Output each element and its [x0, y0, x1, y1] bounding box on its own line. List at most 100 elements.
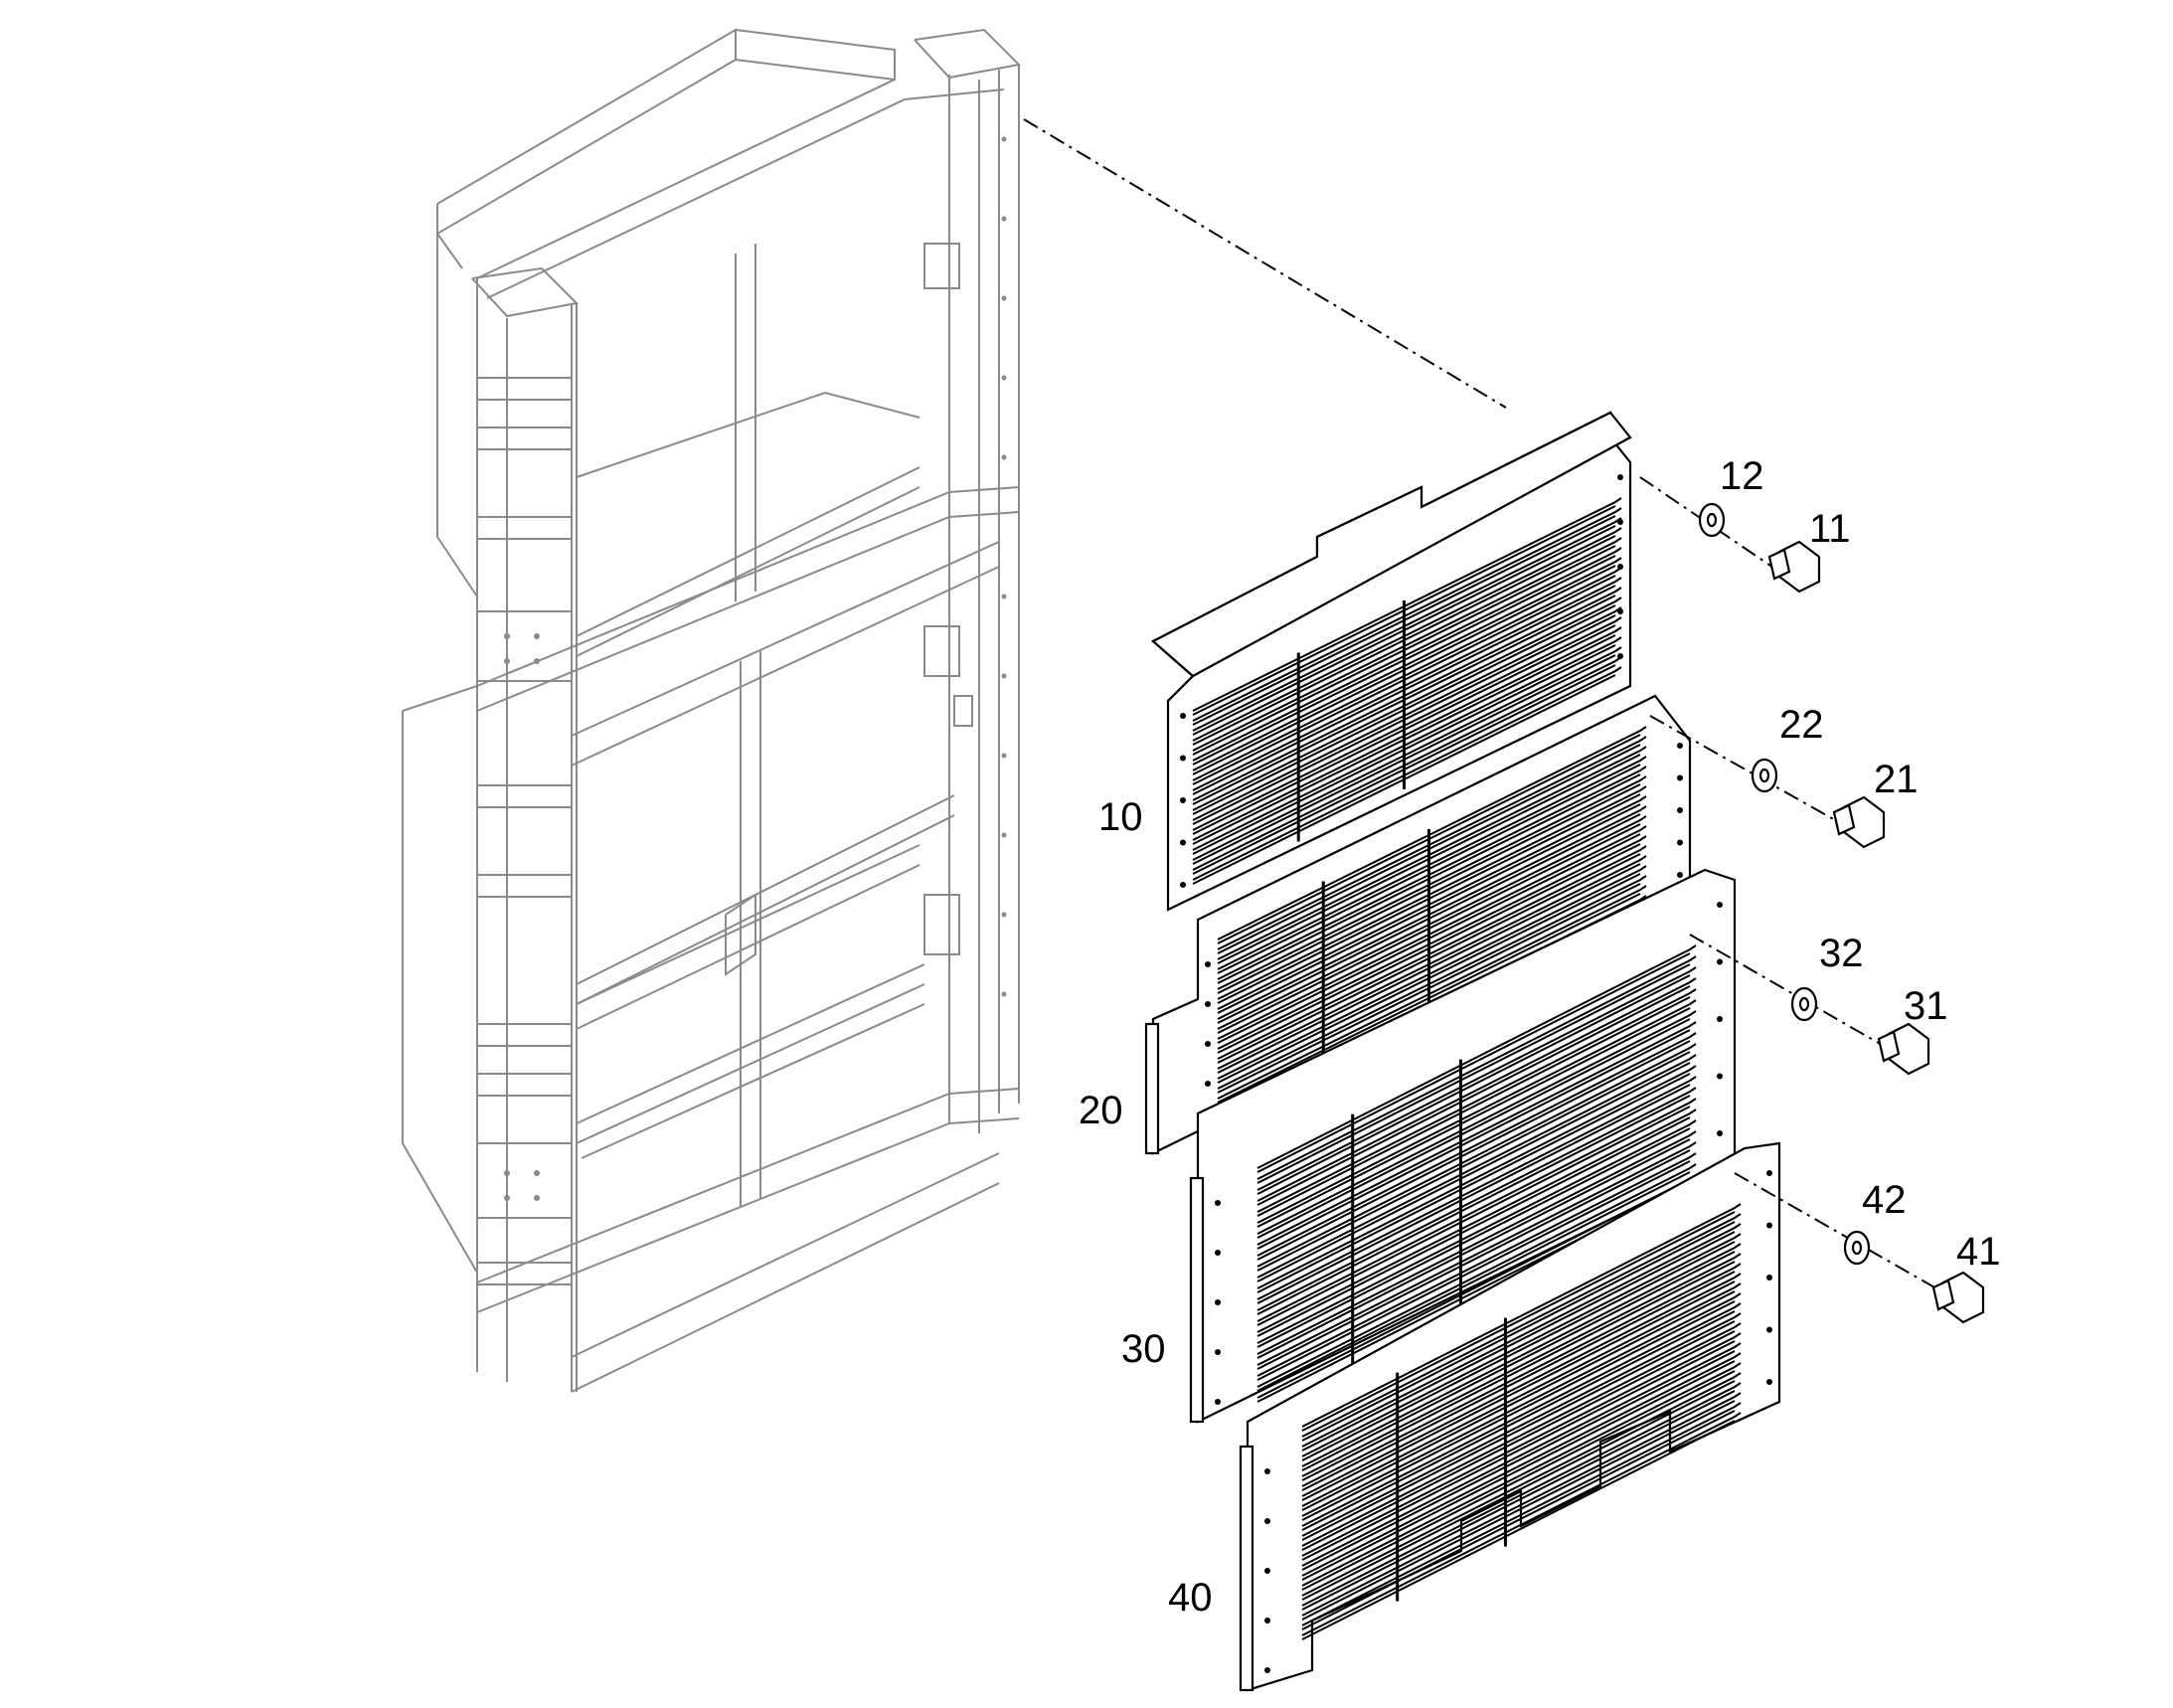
- mounting-hole: [1617, 519, 1623, 525]
- louver-slat: [1301, 1362, 1742, 1591]
- mounting-hole: [1205, 1041, 1211, 1047]
- mounting-hole: [1180, 839, 1186, 846]
- louver-slat: [1256, 1021, 1697, 1250]
- mounting-hole: [1717, 1073, 1723, 1080]
- mounting-hole: [1766, 1326, 1772, 1333]
- mounting-hole: [1717, 902, 1723, 908]
- louver-slat: [1301, 1332, 1742, 1561]
- cabinet-frame: [402, 28, 1022, 1393]
- mounting-hole: [1215, 1299, 1221, 1305]
- louver-slat: [1256, 1043, 1697, 1272]
- callout-20: 20: [1079, 1089, 1123, 1132]
- mounting-hole: [1617, 564, 1623, 570]
- louver-slat: [1301, 1412, 1742, 1640]
- callout-11: 11: [1809, 507, 1851, 551]
- mounting-hole: [1215, 1349, 1221, 1355]
- mounting-hole: [1205, 1001, 1211, 1007]
- louver-slat: [1301, 1273, 1742, 1501]
- louver-slat: [1301, 1282, 1742, 1511]
- bolt-41-icon: [1931, 1271, 1985, 1324]
- louver-panels: [1144, 411, 1781, 1692]
- louver-slat: [1301, 1372, 1742, 1601]
- louver-slat: [1256, 1141, 1697, 1370]
- louver-slat: [1301, 1292, 1742, 1521]
- callout-12: 12: [1720, 454, 1764, 498]
- louver-slat: [1256, 999, 1697, 1228]
- panel-40-louvers: [1264, 1170, 1772, 1673]
- louver-slat: [1256, 944, 1697, 1173]
- mounting-hole: [1766, 1222, 1772, 1229]
- mounting-hole: [1677, 743, 1683, 749]
- panel-20-louvers: [1205, 726, 1683, 1126]
- mounting-hole: [1215, 1250, 1221, 1256]
- callout-31: 31: [1904, 984, 1948, 1028]
- mounting-hole: [1180, 882, 1186, 888]
- louver-slat: [1301, 1352, 1742, 1581]
- mounting-hole: [1766, 1275, 1772, 1281]
- mounting-hole: [1717, 1130, 1723, 1136]
- mounting-hole: [1677, 872, 1683, 878]
- louver-slat: [1301, 1382, 1742, 1611]
- louver-slat: [1256, 1119, 1697, 1348]
- mounting-hole: [1717, 1016, 1723, 1022]
- mounting-hole: [1180, 713, 1186, 719]
- callout-22: 22: [1779, 703, 1824, 747]
- louver-slat: [1301, 1342, 1742, 1571]
- mounting-hole: [1264, 1468, 1270, 1474]
- bolt-21-icon: [1832, 795, 1886, 849]
- louver-slat: [1256, 966, 1697, 1195]
- mounting-hole: [1617, 608, 1623, 614]
- mounting-hole: [1766, 1379, 1772, 1385]
- mounting-hole: [1264, 1518, 1270, 1524]
- louver-slat: [1301, 1243, 1742, 1471]
- mounting-hole: [1677, 807, 1683, 813]
- panel-10-louvers: [1180, 474, 1623, 888]
- louver-slat: [1256, 977, 1697, 1206]
- alignment-centerline: [1023, 118, 1507, 409]
- mounting-hole: [1215, 1200, 1221, 1206]
- louver-slat: [1256, 955, 1697, 1184]
- louver-panel-30: [1189, 868, 1737, 1424]
- mounting-hole: [1677, 839, 1683, 846]
- louver-slat: [1301, 1302, 1742, 1531]
- louver-panel-40: [1239, 1141, 1781, 1692]
- mounting-hole: [1180, 797, 1186, 803]
- callout-40: 40: [1168, 1576, 1213, 1620]
- louver-slat: [1256, 1065, 1697, 1293]
- louver-slat: [1301, 1203, 1742, 1432]
- louver-slat: [1256, 1010, 1697, 1239]
- callout-30: 30: [1121, 1327, 1166, 1371]
- louver-slat: [1301, 1263, 1742, 1491]
- callout-labels: 10 20 30 40 12 11 22 21 32 31 42 41: [1079, 454, 2001, 1620]
- mounting-hole: [1205, 961, 1211, 967]
- mounting-hole: [1264, 1568, 1270, 1574]
- bolt-31-icon: [1877, 1022, 1930, 1076]
- callout-10: 10: [1098, 795, 1143, 839]
- louver-slat: [1301, 1213, 1742, 1442]
- mounting-hole: [1766, 1170, 1772, 1176]
- louver-slat: [1301, 1322, 1742, 1551]
- louver-slat: [1301, 1402, 1742, 1630]
- louver-slat: [1256, 1054, 1697, 1282]
- louver-panel-10: [1151, 411, 1632, 912]
- louver-slat: [1256, 988, 1697, 1217]
- callout-41: 41: [1956, 1230, 2001, 1274]
- louver-slat: [1256, 1098, 1697, 1326]
- callout-21: 21: [1874, 758, 1919, 801]
- louver-slat: [1256, 1163, 1697, 1392]
- mounting-hole: [1264, 1667, 1270, 1673]
- louver-slat: [1301, 1392, 1742, 1621]
- panel-30-louvers: [1215, 902, 1723, 1405]
- louver-panel-20: [1144, 694, 1692, 1155]
- fasteners: [1639, 476, 1985, 1324]
- callout-32: 32: [1819, 932, 1864, 975]
- mounting-hole: [1264, 1618, 1270, 1623]
- mounting-hole: [1215, 1399, 1221, 1405]
- bolt-11-icon: [1767, 540, 1821, 594]
- louver-slat: [1256, 1130, 1697, 1359]
- mounting-hole: [1717, 958, 1723, 965]
- louver-slat: [1256, 1109, 1697, 1337]
- mounting-hole: [1617, 474, 1623, 480]
